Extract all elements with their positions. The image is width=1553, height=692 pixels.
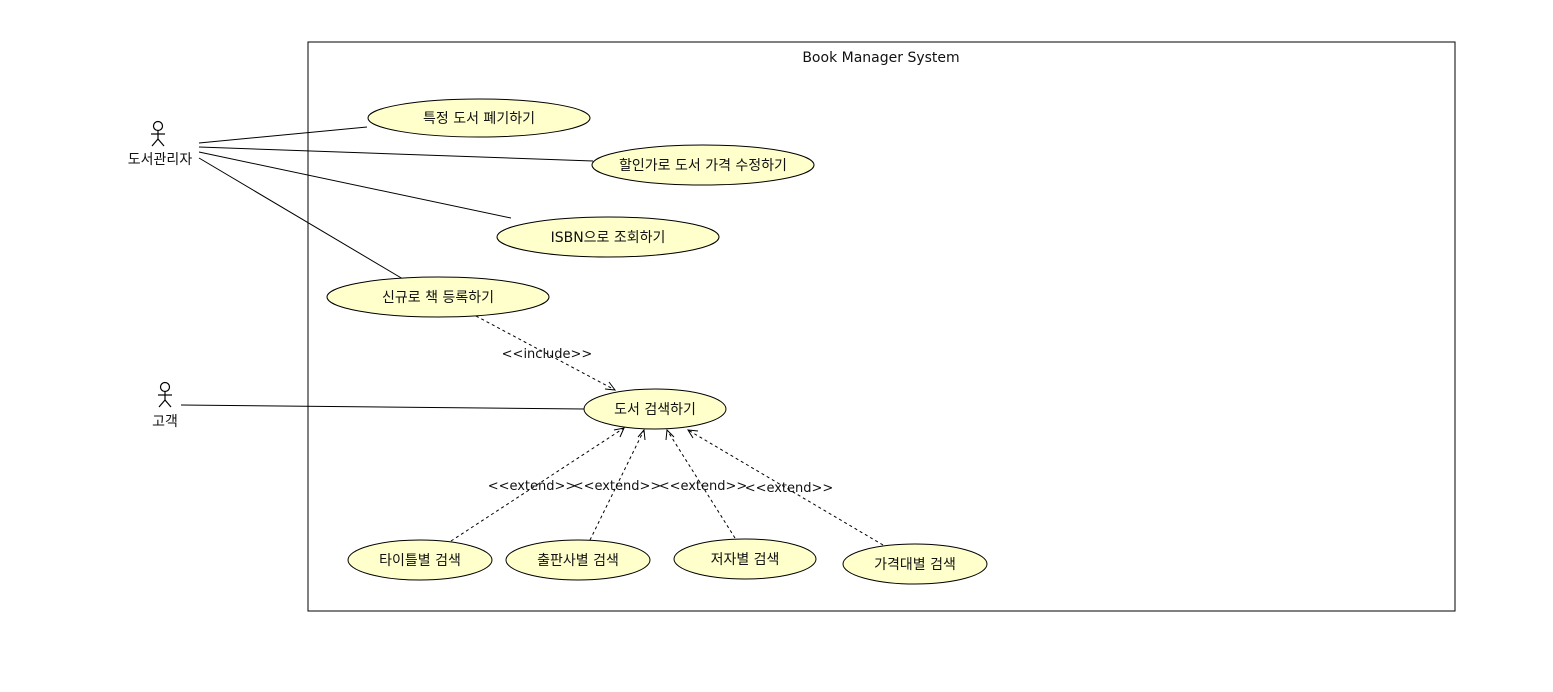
actor-librarian[interactable]: 도서관리자 [128, 120, 193, 169]
extend-stereotype: <<extend>> [488, 479, 577, 494]
use-case-label: 저자별 검색 [711, 552, 780, 568]
include-stereotype: <<include>> [502, 347, 593, 362]
association-line [180, 404, 585, 410]
arrowhead-icon [604, 381, 617, 391]
use-case-label: 신규로 책 등록하기 [382, 290, 494, 306]
extend-dependency [450, 427, 625, 542]
use-case-register[interactable]: 신규로 책 등록하기 [326, 276, 550, 318]
use-case-label: 특정 도서 폐기하기 [423, 111, 535, 127]
use-case-search-by-title[interactable]: 타이틀별 검색 [347, 539, 493, 581]
arrowhead-icon [665, 428, 675, 441]
use-case-search-by-price[interactable]: 가격대별 검색 [842, 543, 988, 585]
use-case-label: 도서 검색하기 [614, 402, 696, 418]
extend-stereotype: <<extend>> [745, 481, 834, 496]
use-case-label: 가격대별 검색 [874, 557, 956, 573]
arrowhead-icon [637, 428, 646, 441]
use-case-search-by-publisher[interactable]: 출판사별 검색 [505, 539, 651, 581]
actor-label: 도서관리자 [128, 152, 193, 168]
use-case-search[interactable]: 도서 검색하기 [583, 388, 727, 430]
association-line [198, 151, 512, 219]
actor-figure-icon [158, 381, 172, 408]
extend-dependency [589, 429, 645, 541]
system-boundary [307, 41, 1456, 612]
extend-stereotype: <<extend>> [573, 479, 662, 494]
use-case-label: 타이틀별 검색 [379, 553, 461, 569]
system-title: Book Manager System [802, 50, 959, 66]
use-case-dispose[interactable]: 특정 도서 폐기하기 [367, 98, 591, 138]
association-line [198, 157, 404, 280]
extend-stereotype: <<extend>> [659, 479, 748, 494]
use-case-label: ISBN으로 조회하기 [551, 230, 666, 246]
use-case-label: 할인가로 도서 가격 수정하기 [619, 158, 787, 174]
arrowhead-icon [613, 427, 625, 438]
actor-figure-icon [151, 120, 165, 147]
association-line [198, 146, 594, 162]
arrowhead-icon [687, 429, 699, 439]
extend-dependency [687, 429, 884, 546]
use-case-label: 출판사별 검색 [537, 553, 619, 569]
include-dependency [475, 315, 616, 391]
use-case-discount[interactable]: 할인가로 도서 가격 수정하기 [591, 144, 815, 186]
association-line [198, 126, 368, 144]
use-case-search-by-author[interactable]: 저자별 검색 [673, 538, 817, 580]
use-case-isbn[interactable]: ISBN으로 조회하기 [496, 216, 720, 258]
actor-label: 고객 [152, 414, 178, 430]
actor-customer[interactable]: 고객 [152, 381, 178, 431]
